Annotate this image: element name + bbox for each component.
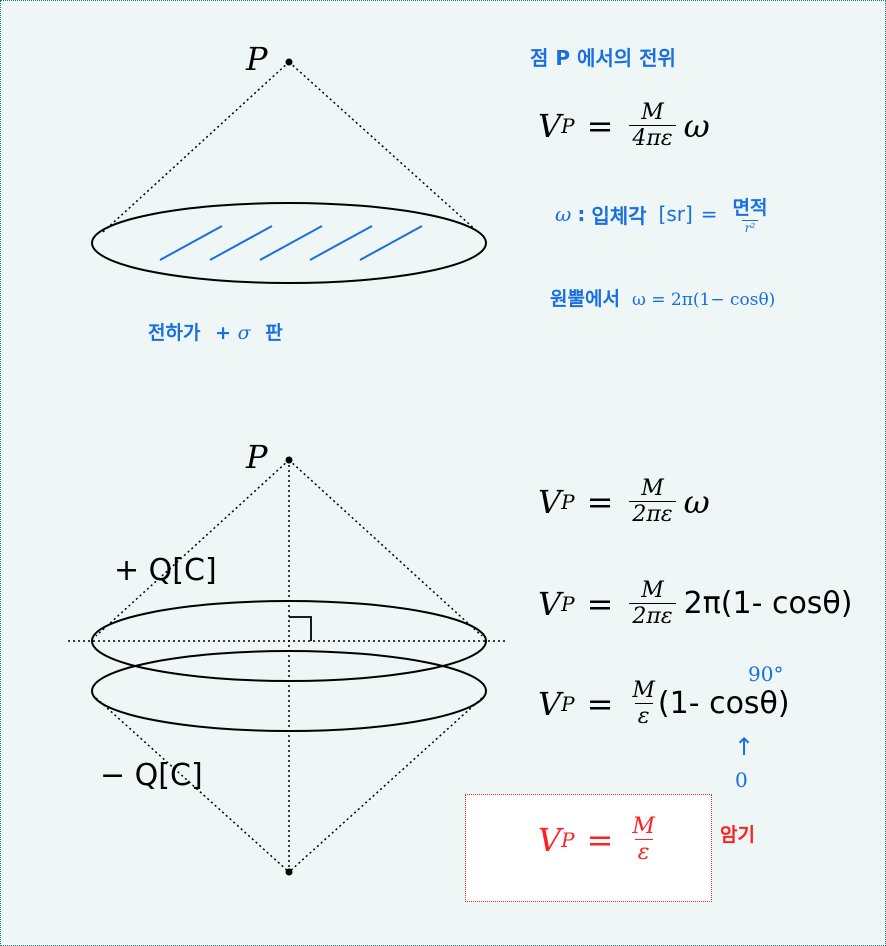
bottom-lower-left-edge xyxy=(95,697,290,873)
bottom-upper-left-edge xyxy=(95,459,290,637)
plus-charge-plate xyxy=(91,600,487,682)
bottom-lower-right-edge xyxy=(288,697,483,873)
angle-limit-bottom: 0 xyxy=(735,768,748,792)
top-cone-left-edge xyxy=(102,61,290,233)
top-point-p-dot xyxy=(285,58,293,66)
arrow-up-icon: ↑ xyxy=(734,733,755,761)
bottom-point-label: P xyxy=(246,438,268,476)
bottom-upper-right-edge xyxy=(288,459,483,637)
top-cone-right-edge xyxy=(288,61,479,233)
top-point-label: P xyxy=(246,40,268,78)
angle-limit-top: 90° xyxy=(748,662,784,686)
memorize-label: 암기 xyxy=(720,824,755,846)
plate-hatching xyxy=(159,225,423,261)
bottom-apex-dot xyxy=(285,868,293,876)
plus-charge-label: + Q[C] xyxy=(114,553,217,588)
minus-charge-plate xyxy=(91,650,487,732)
cone-solid-angle-formula: 원뿔에서 ω = 2π(1− cosθ) xyxy=(550,288,776,310)
final-formula-box xyxy=(465,794,712,902)
minus-charge-label: − Q[C] xyxy=(100,758,203,793)
top-title: 점 P 에서의 전위 xyxy=(530,46,676,70)
right-angle-marker xyxy=(289,616,312,641)
bottom-point-p-dot xyxy=(285,456,293,464)
plate-charge-label: 전하가 + σ 판 xyxy=(148,322,283,344)
top-charged-plate xyxy=(91,202,487,284)
